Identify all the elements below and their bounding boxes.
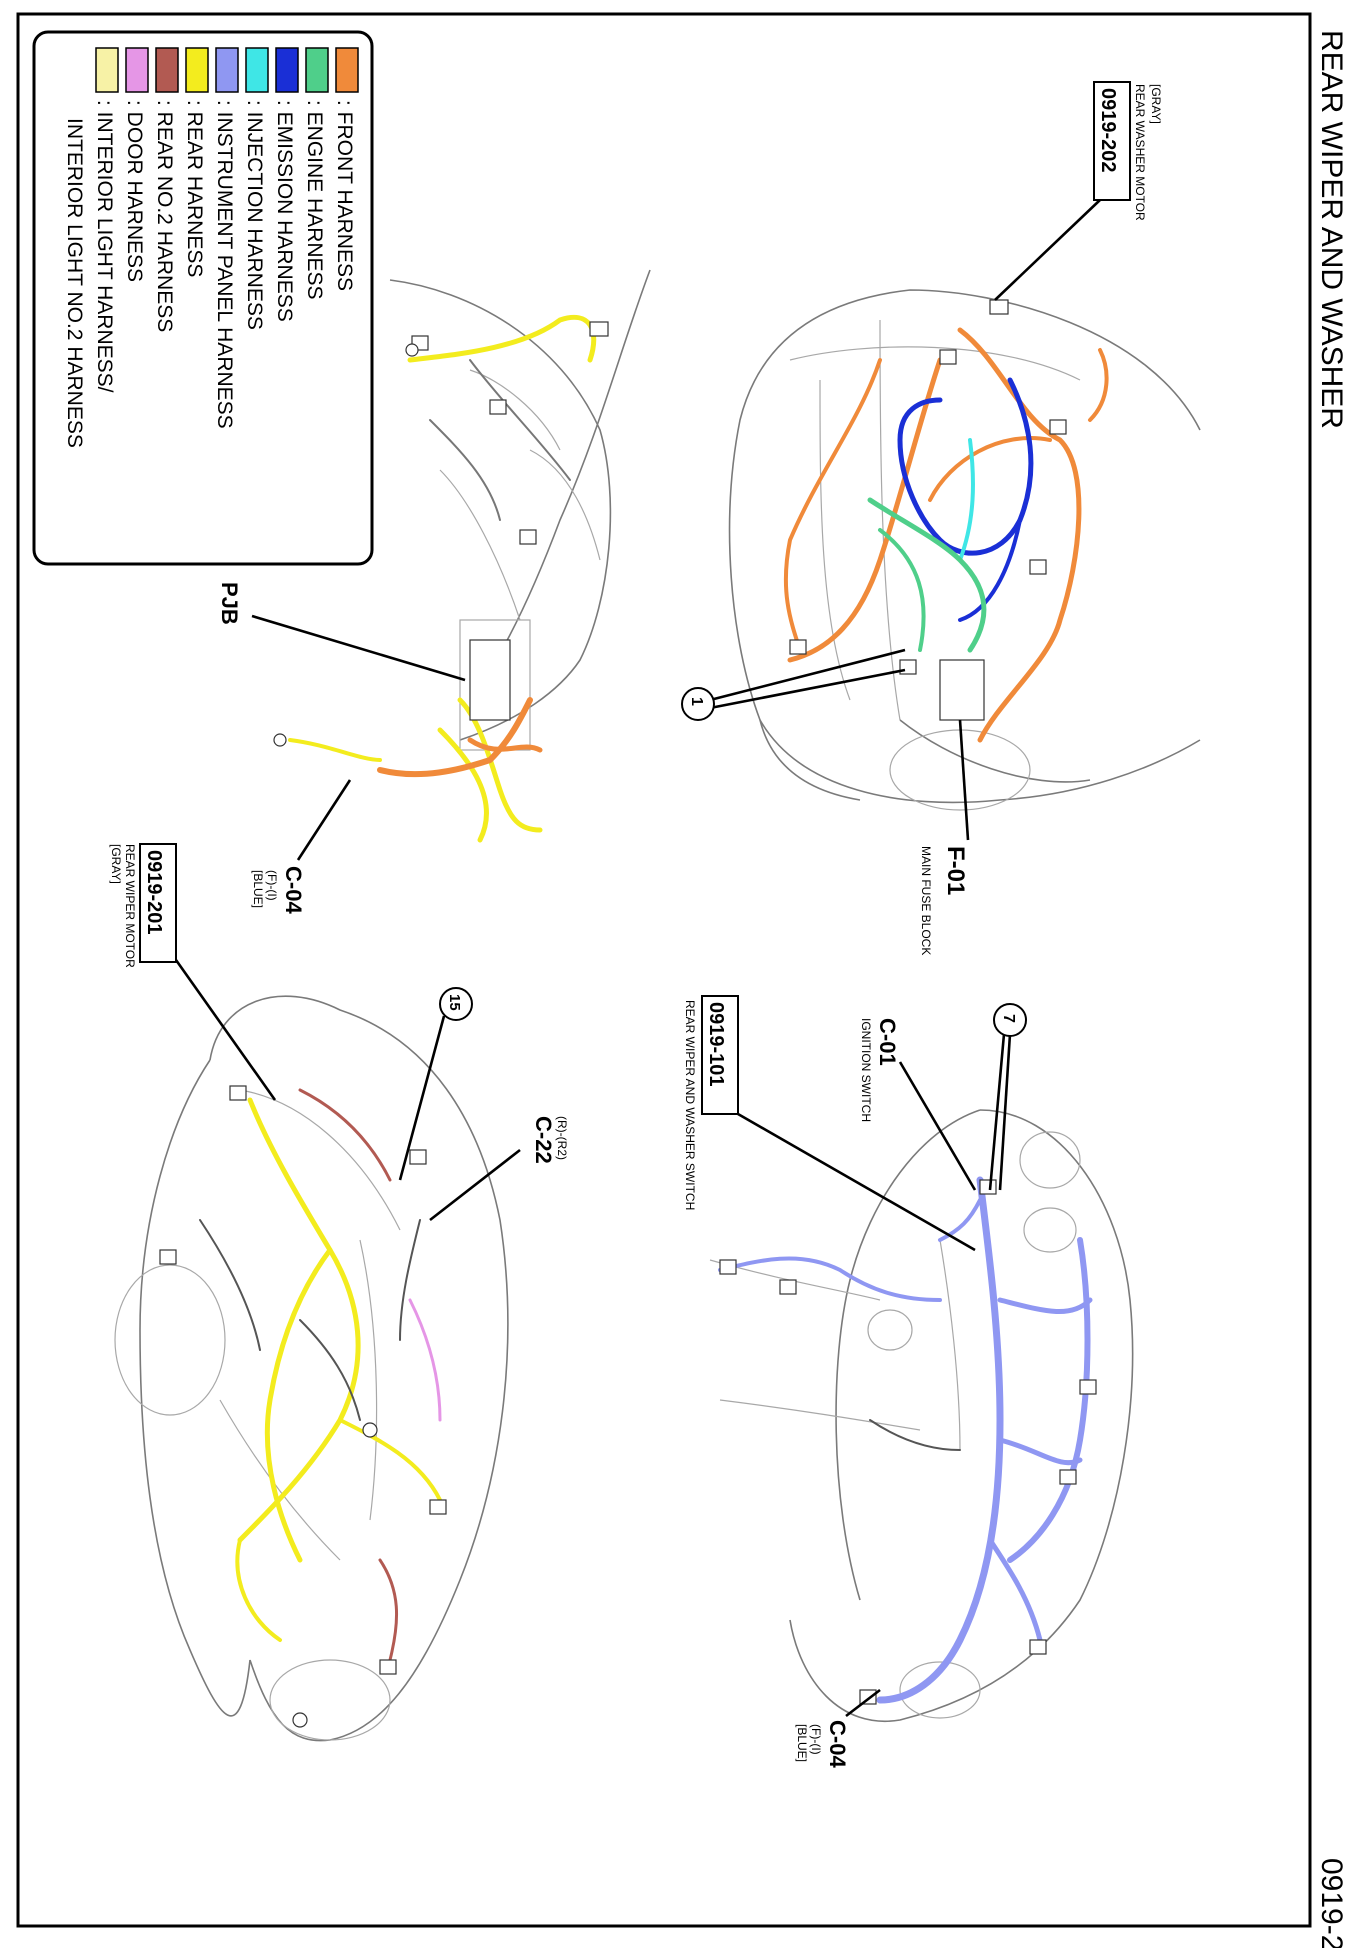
legend-label: : INJECTION HARNESS (243, 100, 266, 330)
callout-c22: C-22 (R)-(R2) (429, 1116, 569, 1222)
callout-name: REAR WIPER MOTOR (123, 844, 137, 968)
legend-label: : EMISSION HARNESS (273, 100, 296, 322)
callout-code: 0919-202 (1097, 88, 1119, 173)
callout-rear-wiper-motor: 0919-201 REAR WIPER MOTOR [GRAY] (109, 843, 277, 1101)
legend-swatch (155, 47, 179, 93)
callout-box (1093, 81, 1131, 201)
callout-circle-1: 1 (681, 648, 906, 721)
rear-harness-view (114, 995, 509, 1742)
circle-number: 7 (1000, 1014, 1017, 1023)
connector-color: [BLUE] (251, 870, 265, 908)
callout-circle-15: 15 (398, 987, 473, 1181)
circle-number: 1 (688, 697, 705, 706)
callout-rear-wiper-washer-switch: 0919-101 REAR WIPER AND WASHER SWITCH (683, 995, 976, 1252)
circle-number: 15 (446, 994, 463, 1011)
connector-code: C-01 (875, 1018, 900, 1066)
connector-pin: (F)-(I) (265, 870, 279, 901)
legend-box (32, 30, 374, 566)
callout-c04-left: C-04 (F)-(I) [BLUE] (251, 779, 352, 914)
instrument-panel-view (709, 1109, 1134, 1723)
page-border (16, 12, 1312, 1928)
legend-label: : ENGINE HARNESS (303, 100, 326, 300)
legend-label: : INTERIOR LIGHT HARNESS/ (93, 100, 116, 393)
legend-swatch (305, 47, 329, 93)
callout-code: F-01 (942, 846, 969, 895)
legend-swatch (245, 47, 269, 93)
legend-swatch (215, 47, 239, 93)
callout-main-fuse-block: F-01 MAIN FUSE BLOCK (919, 719, 970, 955)
pjb-label: PJB (217, 582, 242, 625)
legend-label: : FRONT HARNESS (333, 100, 356, 291)
legend-label: : REAR NO.2 HARNESS (153, 100, 176, 332)
callout-color: [GRAY] (1149, 84, 1163, 124)
legend: : FRONT HARNESS : ENGINE HARNESS : EMISSIO… (32, 30, 374, 566)
legend-swatch (95, 47, 119, 93)
callout-pjb: PJB (217, 582, 466, 682)
legend-label: : DOOR HARNESS (123, 100, 146, 282)
page-title: REAR WIPER AND WASHER (1315, 30, 1348, 429)
connector-code: C-04 (825, 1720, 850, 1768)
connector-pin: (F)-(I) (809, 1724, 823, 1755)
connector-code: C-22 (531, 1116, 556, 1164)
pjb-shape (469, 639, 511, 721)
legend-swatch (335, 47, 359, 93)
main-fuse-block-shape (939, 659, 985, 721)
legend-swatch (125, 47, 149, 93)
callout-color: [GRAY] (109, 844, 123, 884)
legend-swatch (275, 47, 299, 93)
callout-name: REAR WIPER AND WASHER SWITCH (683, 1000, 697, 1210)
callout-rear-washer-motor: 0919-202 REAR WASHER MOTOR [GRAY] (994, 81, 1163, 301)
callout-c04-right: C-04 (F)-(I) [BLUE] (795, 1688, 881, 1768)
legend-label: : REAR HARNESS (183, 100, 206, 277)
legend-swatch (185, 47, 209, 93)
callout-box (701, 995, 739, 1115)
callout-box (139, 843, 177, 963)
connector-pin: (R)-(R2) (555, 1116, 569, 1160)
pjb-view (273, 269, 651, 843)
legend-label: : INSTRUMENT PANEL HARNESS (213, 100, 236, 429)
callout-name: MAIN FUSE BLOCK (919, 846, 933, 955)
connector-name: IGNITION SWITCH (859, 1018, 873, 1122)
legend-label: INTERIOR LIGHT NO.2 HARNESS (63, 118, 86, 448)
connector-code: C-04 (281, 866, 306, 914)
callout-ignition-switch: C-01 IGNITION SWITCH (859, 1018, 977, 1191)
callout-circle-7: 7 (988, 1003, 1027, 1191)
engine-compartment-view (728, 289, 1201, 811)
callout-name: REAR WASHER MOTOR (1133, 84, 1147, 221)
callout-code: 0919-101 (705, 1002, 727, 1087)
connector-color: [BLUE] (795, 1724, 809, 1762)
page-code: 0919-2 (1315, 1858, 1348, 1948)
callout-code: 0919-201 (143, 850, 165, 935)
